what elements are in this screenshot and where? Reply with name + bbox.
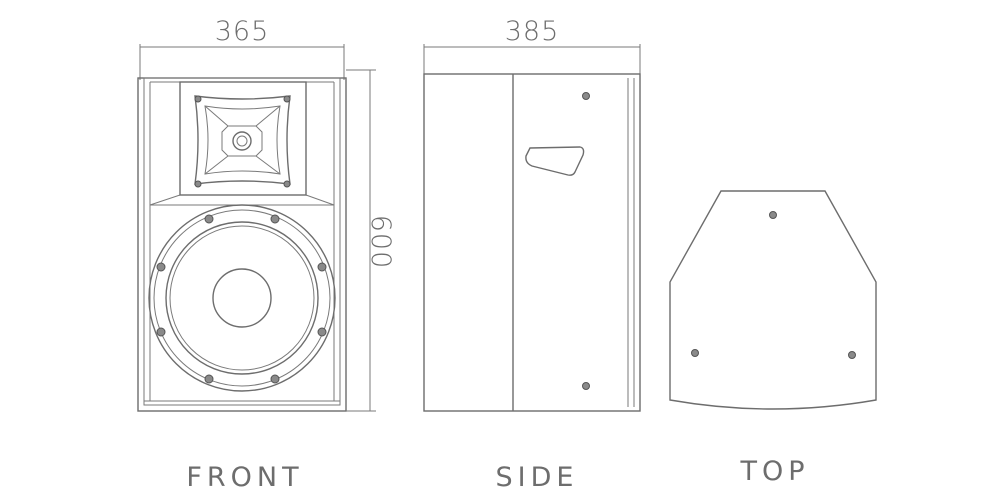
height-label: 600 <box>365 215 396 270</box>
front-view-label: FRONT <box>186 462 303 493</box>
side-handle <box>525 146 585 176</box>
woofer <box>148 204 336 392</box>
front-baffle <box>143 77 341 406</box>
side-view-label: SIDE <box>496 462 579 493</box>
top-view: TOP <box>669 190 877 487</box>
front-cabinet-outline <box>137 77 347 412</box>
top-cabinet-outline <box>669 190 877 410</box>
front-width-label: 365 <box>215 16 270 47</box>
side-depth-label: 385 <box>505 16 560 47</box>
horn-tweeter <box>149 81 335 206</box>
front-view: 365 <box>137 16 396 493</box>
top-view-label: TOP <box>739 456 809 487</box>
front-width-dimension: 365 <box>139 16 345 80</box>
side-cabinet-outline <box>423 73 641 412</box>
height-dimension: 600 <box>346 69 396 412</box>
side-view: 385 SIDE <box>423 16 641 493</box>
side-depth-dimension: 385 <box>423 16 641 74</box>
